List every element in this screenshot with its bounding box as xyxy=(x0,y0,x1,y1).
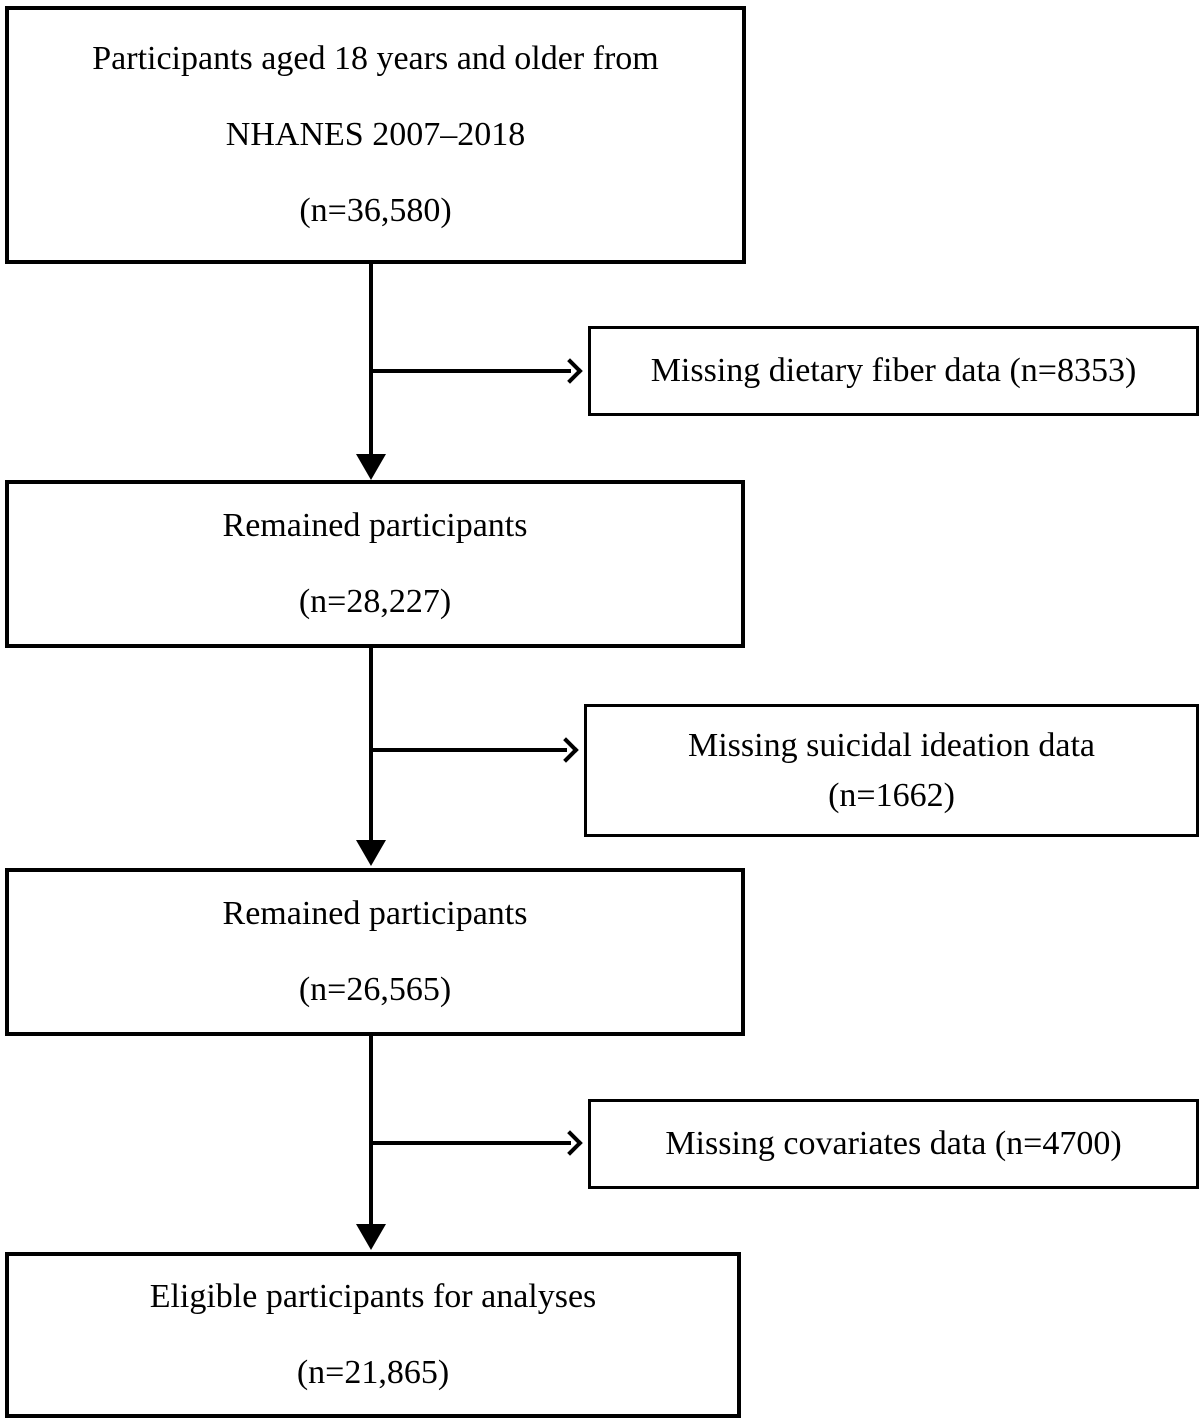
exclusion-box-count-line: (n=1662) xyxy=(828,776,955,814)
flow-box-text-line: NHANES 2007–2018 xyxy=(225,116,526,153)
arrow-down-3-head-icon xyxy=(356,1224,386,1250)
arrow-right-1-shaft xyxy=(371,369,571,373)
arrow-right-3-shaft xyxy=(371,1141,571,1145)
flow-box-count-line: (n=26,565) xyxy=(298,971,452,1008)
arrow-down-1-shaft xyxy=(369,264,373,458)
flow-box-initial-sample: Participants aged 18 years and older fro… xyxy=(5,6,746,264)
arrow-down-2-head-icon xyxy=(356,840,386,866)
exclusion-box-text-line: Missing suicidal ideation data xyxy=(688,726,1095,764)
exclusion-box-missing-covariates: Missing covariates data (n=4700) xyxy=(588,1099,1199,1189)
exclusion-box-missing-suicidal-ideation: Missing suicidal ideation data (n=1662) xyxy=(584,704,1199,837)
exclusion-box-missing-dietary-fiber: Missing dietary fiber data (n=8353) xyxy=(588,326,1199,416)
arrow-right-3-head-icon xyxy=(557,1130,583,1156)
arrow-right-2-shaft xyxy=(371,748,567,752)
flow-box-text-line: Participants aged 18 years and older fro… xyxy=(92,40,659,77)
flow-box-text-line: Remained participants xyxy=(222,507,528,544)
flow-box-count-line: (n=28,227) xyxy=(298,583,452,620)
exclusion-box-text-line: Missing dietary fiber data (n=8353) xyxy=(650,352,1137,389)
exclusion-box-text-line: Missing covariates data (n=4700) xyxy=(665,1125,1122,1162)
flow-box-text-line: Eligible participants for analyses xyxy=(149,1278,597,1315)
arrow-down-3-shaft xyxy=(369,1036,373,1228)
flow-box-text-line: Remained participants xyxy=(222,895,528,932)
flow-box-remained-participants-1: Remained participants (n=28,227) xyxy=(5,480,745,648)
arrow-right-2-head-icon xyxy=(553,737,579,763)
flow-box-eligible-participants: Eligible participants for analyses (n=21… xyxy=(5,1252,741,1418)
arrow-down-2-shaft xyxy=(369,648,373,844)
flow-box-remained-participants-2: Remained participants (n=26,565) xyxy=(5,868,745,1036)
flow-box-count-line: (n=36,580) xyxy=(299,192,452,229)
arrow-right-1-head-icon xyxy=(557,358,583,384)
flow-box-count-line: (n=21,865) xyxy=(296,1354,450,1391)
arrow-down-1-head-icon xyxy=(356,454,386,480)
